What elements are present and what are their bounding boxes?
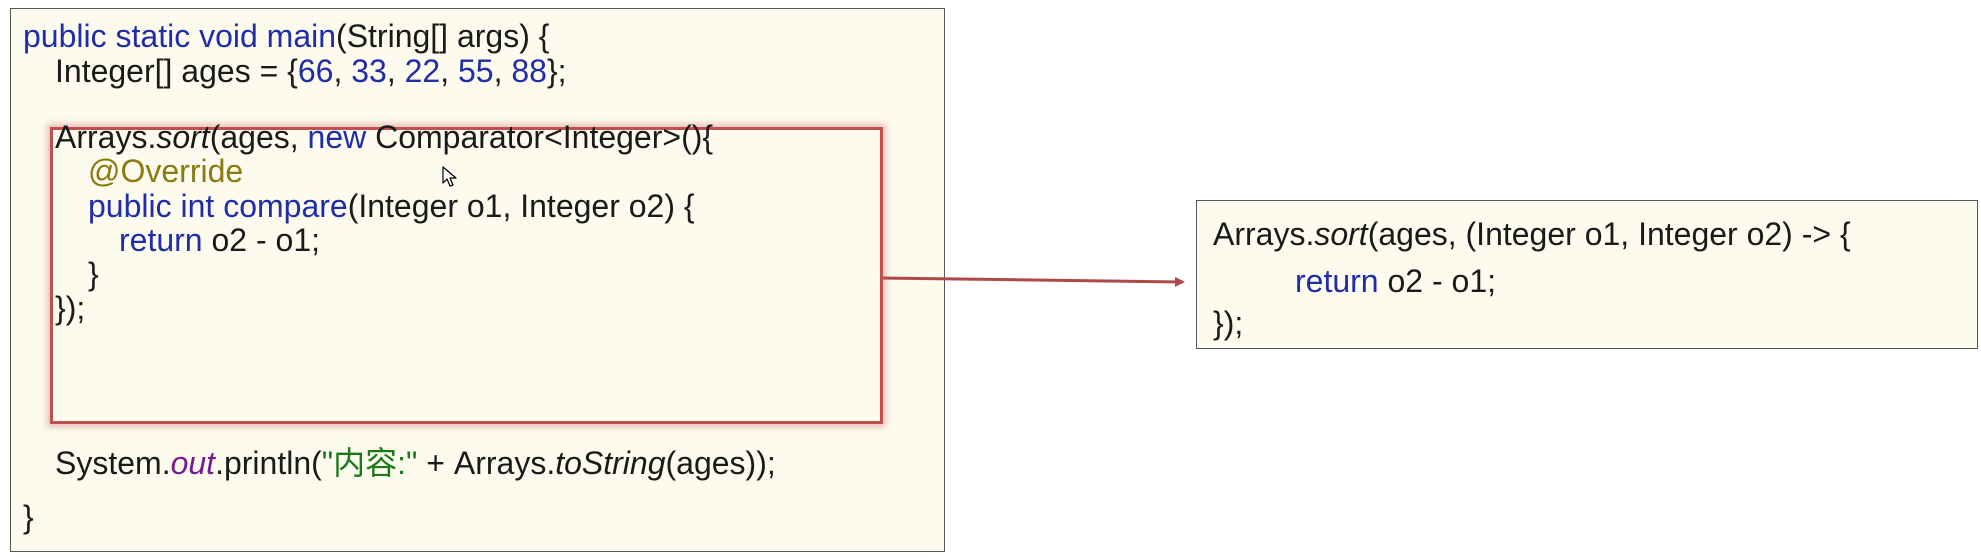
code-token: Arrays. — [1213, 216, 1315, 252]
code-line-override: @Override — [88, 151, 243, 191]
code-token: (ages, (Integer o1, Integer o2) -> { — [1367, 216, 1851, 252]
code-token: compare — [223, 188, 348, 224]
code-token: }); — [1213, 305, 1244, 341]
code-line-return: return o2 - o1; — [119, 220, 320, 260]
code-token: sort — [1314, 216, 1368, 252]
code-token: , — [386, 53, 405, 89]
code-line-close-main: } — [23, 497, 34, 537]
code-number: 88 — [511, 53, 547, 89]
code-number: 33 — [351, 53, 387, 89]
code-string: "内容:" — [321, 445, 418, 481]
code-line-close-method: } — [88, 254, 99, 294]
code-token: , — [493, 53, 512, 89]
code-field: out — [170, 445, 216, 481]
code-token: , — [440, 53, 458, 89]
code-line-main-signature: public static void main(String[] args) { — [23, 16, 549, 56]
code-token: , — [333, 53, 352, 89]
code-token: return — [1295, 263, 1388, 299]
code-token: } — [88, 256, 99, 292]
code-token: (ages, — [209, 119, 308, 155]
comparator-highlight-box — [50, 127, 883, 424]
code-token: public static void — [23, 18, 267, 54]
code-token: } — [23, 499, 34, 535]
lambda-line-return: return o2 - o1; — [1295, 261, 1496, 301]
code-token: sort — [156, 119, 210, 155]
code-line-close-sort: }); — [55, 288, 85, 328]
code-token: (String[] args) { — [336, 18, 550, 54]
code-token: Arrays. — [55, 119, 157, 155]
code-token: }); — [55, 290, 86, 326]
code-line-arrays-sort: Arrays.sort(ages, new Comparator<Integer… — [55, 117, 713, 157]
code-number: 66 — [297, 53, 334, 89]
code-token: (Integer o1, Integer o2) { — [347, 188, 695, 224]
code-number: 22 — [404, 53, 441, 89]
right-arrow-connector-icon — [882, 276, 1185, 287]
code-token: + Arrays. — [417, 445, 556, 481]
code-token: main — [266, 18, 337, 54]
code-token: Comparator<Integer>(){ — [375, 119, 714, 155]
left-code-panel — [10, 8, 945, 552]
lambda-line-close: }); — [1213, 303, 1243, 343]
code-token: toString — [555, 445, 666, 481]
code-number: 55 — [457, 53, 494, 89]
code-token: o2 - o1; — [211, 222, 320, 258]
code-line-array-init: Integer[] ages = {66, 33, 22, 55, 88}; — [55, 51, 567, 91]
code-token: Integer[] ages = { — [55, 53, 298, 89]
code-annotation: @Override — [88, 153, 244, 189]
right-lambda-panel — [1196, 200, 1978, 349]
lambda-line-sort: Arrays.sort(ages, (Integer o1, Integer o… — [1213, 214, 1851, 254]
code-token: return — [119, 222, 212, 258]
code-token: System. — [55, 445, 171, 481]
code-token: o2 - o1; — [1387, 263, 1496, 299]
code-token: }; — [546, 53, 567, 89]
mouse-pointer-icon — [442, 166, 457, 187]
code-token: .println( — [215, 445, 322, 481]
code-token: new — [307, 119, 376, 155]
code-line-println: System.out.println("内容:" + Arrays.toStri… — [55, 443, 776, 483]
code-token: public int — [88, 188, 224, 224]
code-token: (ages)); — [665, 445, 776, 481]
code-line-compare-signature: public int compare(Integer o1, Integer o… — [88, 186, 695, 226]
